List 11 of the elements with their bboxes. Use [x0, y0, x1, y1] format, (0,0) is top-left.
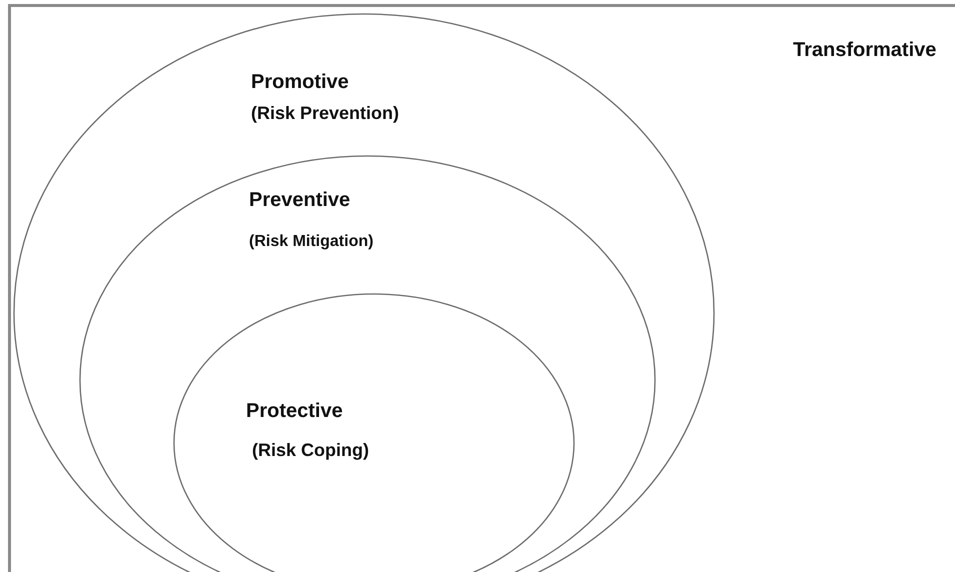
region-subtitle: (Risk Prevention)	[251, 103, 400, 124]
region-subtitle: (Risk Mitigation)	[249, 233, 374, 252]
region-subtitle: (Risk Coping)	[252, 440, 369, 461]
region-title: Preventive	[249, 189, 350, 212]
region-title: Transformative	[793, 39, 936, 62]
region-title: Promotive	[251, 71, 349, 94]
ellipse-region	[173, 293, 575, 572]
region-title: Protective	[246, 400, 343, 423]
frame-border	[8, 4, 955, 572]
ellipse-region	[79, 155, 656, 572]
ellipse-region	[13, 13, 715, 572]
